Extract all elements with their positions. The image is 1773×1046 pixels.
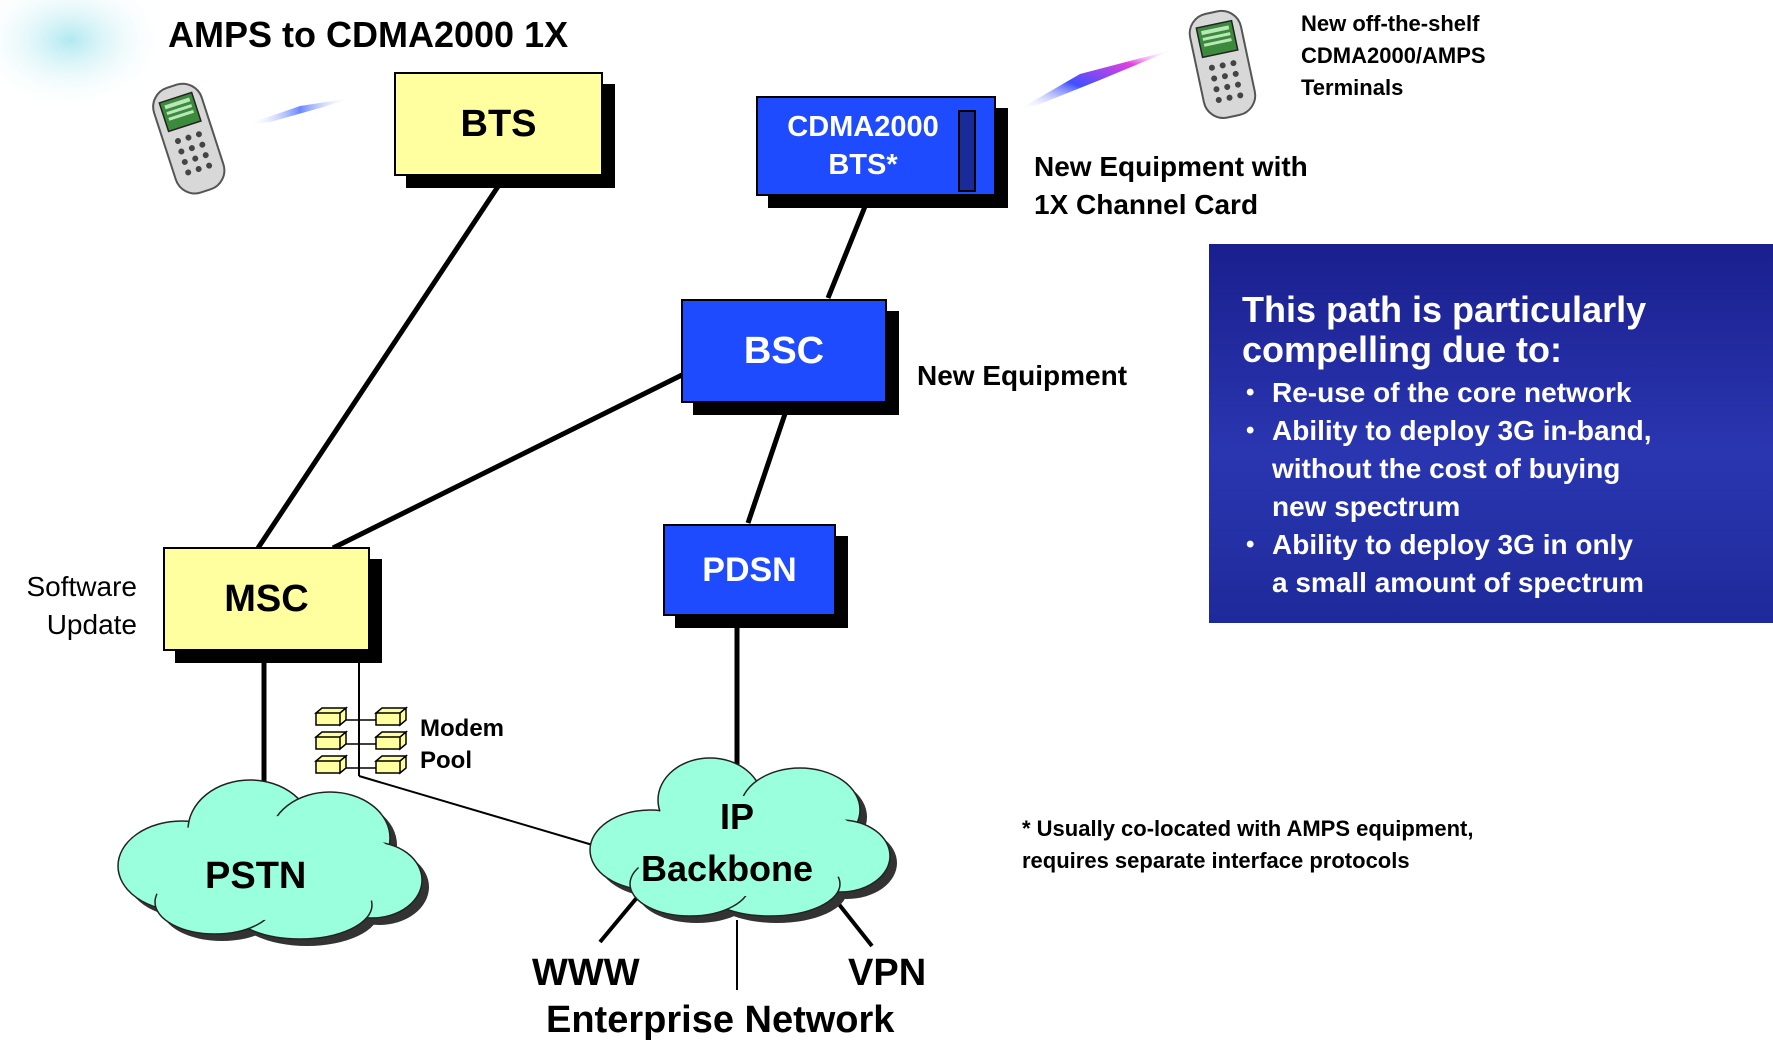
terminals-line2: CDMA2000/AMPS xyxy=(1301,43,1486,68)
info-bullet: Re-use of the core network xyxy=(1242,374,1753,412)
pdsn-label: PDSN xyxy=(702,550,797,589)
terminals-label: New off-the-shelf CDMA2000/AMPS Terminal… xyxy=(1301,8,1486,104)
enterprise-network-label: Enterprise Network xyxy=(546,999,895,1041)
info-bullet: Ability to deploy 3G in only a small amo… xyxy=(1242,526,1753,602)
info-bullet-list: Re-use of the core network Ability to de… xyxy=(1242,374,1753,602)
info-heading-line1: This path is particularly xyxy=(1242,289,1647,330)
new-equipment-card-label: New Equipment with 1X Channel Card xyxy=(1034,148,1308,224)
info-heading: This path is particularly compelling due… xyxy=(1242,290,1753,370)
modem-line2: Pool xyxy=(420,747,472,774)
software-line2: Update xyxy=(46,609,137,640)
radio-signal-icon xyxy=(248,98,352,124)
bullet-text: a small amount of spectrum xyxy=(1272,567,1644,598)
modem-pool xyxy=(313,706,409,775)
bullet-text: without the cost of buying xyxy=(1272,453,1621,484)
bullet-text: new spectrum xyxy=(1272,491,1461,522)
corner-decoration xyxy=(0,0,170,110)
bsc-node: BSC xyxy=(681,299,887,403)
new-equipment-card-line1: New Equipment with xyxy=(1034,151,1308,182)
footnote-line2: requires separate interface protocols xyxy=(1022,848,1410,873)
msc-label: MSC xyxy=(224,577,309,620)
bts-label: BTS xyxy=(460,102,537,145)
links xyxy=(255,180,869,818)
page-title: AMPS to CDMA2000 1X xyxy=(168,14,569,55)
modem-icon xyxy=(373,754,409,775)
ip-backbone-cloud xyxy=(589,757,897,923)
modem-icon xyxy=(313,706,349,727)
bullet-text: Ability to deploy 3G in-band, xyxy=(1272,415,1652,446)
link-ip-www xyxy=(598,892,642,944)
ip-label: IP xyxy=(720,796,755,837)
modem-icon xyxy=(373,706,409,727)
modem-icon xyxy=(313,754,349,775)
software-update-label: Software Update xyxy=(10,568,138,644)
radio-signal-icon xyxy=(1018,50,1172,110)
link-bsc-pdsn xyxy=(745,404,791,524)
backbone-label: Backbone xyxy=(641,848,814,889)
footnote: * Usually co-located with AMPS equipment… xyxy=(1022,813,1473,877)
bsc-label: BSC xyxy=(743,329,825,372)
bts-star-label: BTS* xyxy=(828,149,898,181)
bullet-text: Ability to deploy 3G in only xyxy=(1272,529,1633,560)
info-heading-line2: compelling due to: xyxy=(1242,329,1562,370)
cdma2000-bts-node: CDMA2000 BTS* xyxy=(756,96,996,196)
pstn-label: PSTN xyxy=(205,855,307,897)
www-label: WWW xyxy=(532,952,640,994)
footnote-line1: * Usually co-located with AMPS equipment… xyxy=(1022,816,1474,841)
new-equipment-card-line2: 1X Channel Card xyxy=(1034,189,1259,220)
pstn-cloud xyxy=(117,779,429,946)
modem-icon xyxy=(313,730,349,751)
link-modem-ip xyxy=(358,775,597,847)
mobile-phone-icon xyxy=(152,82,226,195)
mobile-phone-icon xyxy=(1188,9,1257,119)
new-equipment-label: New Equipment xyxy=(917,360,1128,391)
modem-line1: Modem xyxy=(420,715,504,742)
info-panel: This path is particularly compelling due… xyxy=(1209,244,1773,623)
pdsn-node: PDSN xyxy=(663,524,836,616)
vpn-label: VPN xyxy=(848,952,927,994)
cdma2000-label: CDMA2000 xyxy=(787,111,939,143)
bts-node: BTS xyxy=(394,72,603,176)
modem-pool-label: Modem Pool xyxy=(420,713,504,777)
link-cdma-bsc xyxy=(825,203,869,299)
terminals-line3: Terminals xyxy=(1301,75,1404,100)
modem-icon xyxy=(373,730,409,751)
bullet-text: Re-use of the core network xyxy=(1272,377,1632,408)
link-bsc-msc xyxy=(331,370,688,551)
info-bullet: Ability to deploy 3G in-band, without th… xyxy=(1242,412,1753,526)
terminals-line1: New off-the-shelf xyxy=(1301,11,1480,36)
msc-node: MSC xyxy=(163,547,370,651)
channel-card xyxy=(958,110,976,192)
software-line1: Software xyxy=(26,571,138,602)
link-bts-msc xyxy=(255,180,504,550)
